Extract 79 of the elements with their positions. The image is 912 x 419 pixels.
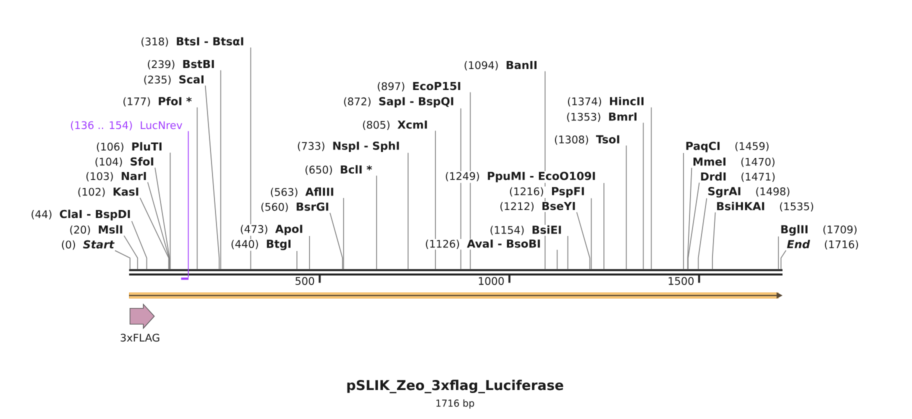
enzyme-site-label: (104) SfoI (94, 156, 155, 168)
enzyme-site-label: (650) BclI * (304, 164, 373, 176)
enzyme-site-label: (872) SapI - BspQI (342, 96, 455, 108)
enzyme-site-label: (897) EcoP15I (376, 81, 462, 92)
scale-label: 1500 (668, 277, 694, 285)
leader-line (124, 235, 138, 270)
enzyme-site-label: (1216) PspFI (508, 186, 586, 198)
leader-line (683, 152, 684, 270)
primer-label: (136 .. 154) LucNrev (69, 120, 184, 131)
leader-line (567, 236, 568, 270)
leader-line (220, 70, 222, 270)
map-title: pSLIK_Zeo_3xflag_Luciferase (347, 380, 564, 394)
enzyme-site-label: MmeI (1470) (692, 157, 776, 168)
enzyme-site-label: (473) ApoI (239, 224, 304, 236)
leader-line (556, 249, 558, 270)
enzyme-site-label: (440) BtgI (230, 239, 292, 251)
leader-line (330, 212, 343, 270)
enzyme-site-label: (563) AflIII (269, 186, 335, 198)
enzyme-site-label: (102) KasI (76, 187, 140, 198)
leader-line (778, 236, 779, 270)
sequence-length: 1716 bp (436, 399, 474, 409)
enzyme-site-label: (44) ClaI - BspDI (30, 209, 132, 221)
enzyme-site-label: PaqCI (1459) (684, 141, 770, 153)
enzyme-site-label: SgrAI (1498) (706, 186, 791, 198)
scale-label: 500 (296, 277, 314, 285)
enzyme-site-label: (805) XcmI (362, 120, 428, 131)
leader-line (140, 197, 170, 270)
enzyme-site-label: (1374) HincII (566, 96, 646, 108)
leader-line (780, 250, 786, 270)
enzyme-site-label: (1353) BmrI (566, 112, 638, 123)
leader-line (650, 106, 652, 270)
leader-line (408, 152, 409, 270)
leader-line (309, 236, 310, 270)
enzyme-site-label: (239) BstBI (146, 59, 216, 70)
leader-line (590, 198, 592, 270)
leader-line (343, 198, 344, 270)
leader-line (147, 182, 170, 270)
leader-line (250, 47, 252, 270)
enzyme-site-label: DrdI (1471) (700, 172, 776, 182)
leader-line (603, 182, 604, 270)
enzyme-site-label: (106) PluTI (95, 142, 164, 152)
enzyme-site-label: BsiHKAI (1535) (716, 201, 815, 212)
leader-line (114, 250, 130, 270)
enzyme-site-label: (1308) TsoI (553, 134, 621, 146)
leader-line (376, 175, 378, 270)
leader-line (642, 122, 644, 270)
dna-backbone (129, 269, 782, 276)
leader-line (196, 106, 198, 270)
enzyme-site-label: (235) ScaI (142, 74, 206, 86)
enzyme-site-label: BglII (1709) (780, 224, 858, 236)
sequence-end-label: (0) Start (60, 240, 115, 250)
leader-line (698, 198, 708, 270)
leader-line (131, 220, 148, 270)
enzyme-site-label: (560) BsrGI (260, 202, 330, 213)
enzyme-site-label: (103) NarI (84, 171, 148, 182)
enzyme-site-label: (1154) BsiEI (489, 224, 562, 236)
feature-label: 3xFLAG (120, 334, 160, 342)
leader-line (154, 167, 170, 270)
leader-line (188, 130, 189, 278)
enzyme-site-label: (733) NspI - SphI (296, 140, 400, 153)
leader-line (470, 92, 471, 270)
enzyme-site-label: (20) MslI (68, 224, 124, 236)
enzyme-site-label: (1126) AvaI - BsoBI (424, 239, 542, 250)
leader-line (434, 130, 436, 270)
enzyme-site-label: (1249) PpuMI - EcoO109I (444, 171, 596, 183)
leader-line (712, 212, 716, 270)
enzyme-site-label: (318) BtsI - BtsαI (140, 36, 245, 48)
leader-line (576, 212, 590, 270)
leader-line (296, 250, 298, 270)
enzyme-site-label: (1094) BanII (463, 60, 538, 71)
primer-site-bar (181, 278, 188, 280)
sequence-end-label: End (1716) (786, 239, 860, 250)
enzyme-site-label: (1212) BseYI (498, 201, 576, 212)
leader-line (204, 85, 220, 270)
scale-label: 1000 (478, 277, 504, 285)
leader-line (688, 182, 700, 270)
enzyme-site-label: (177) PfoI * (122, 96, 193, 108)
leader-line (626, 145, 627, 270)
leader-line (170, 152, 171, 270)
